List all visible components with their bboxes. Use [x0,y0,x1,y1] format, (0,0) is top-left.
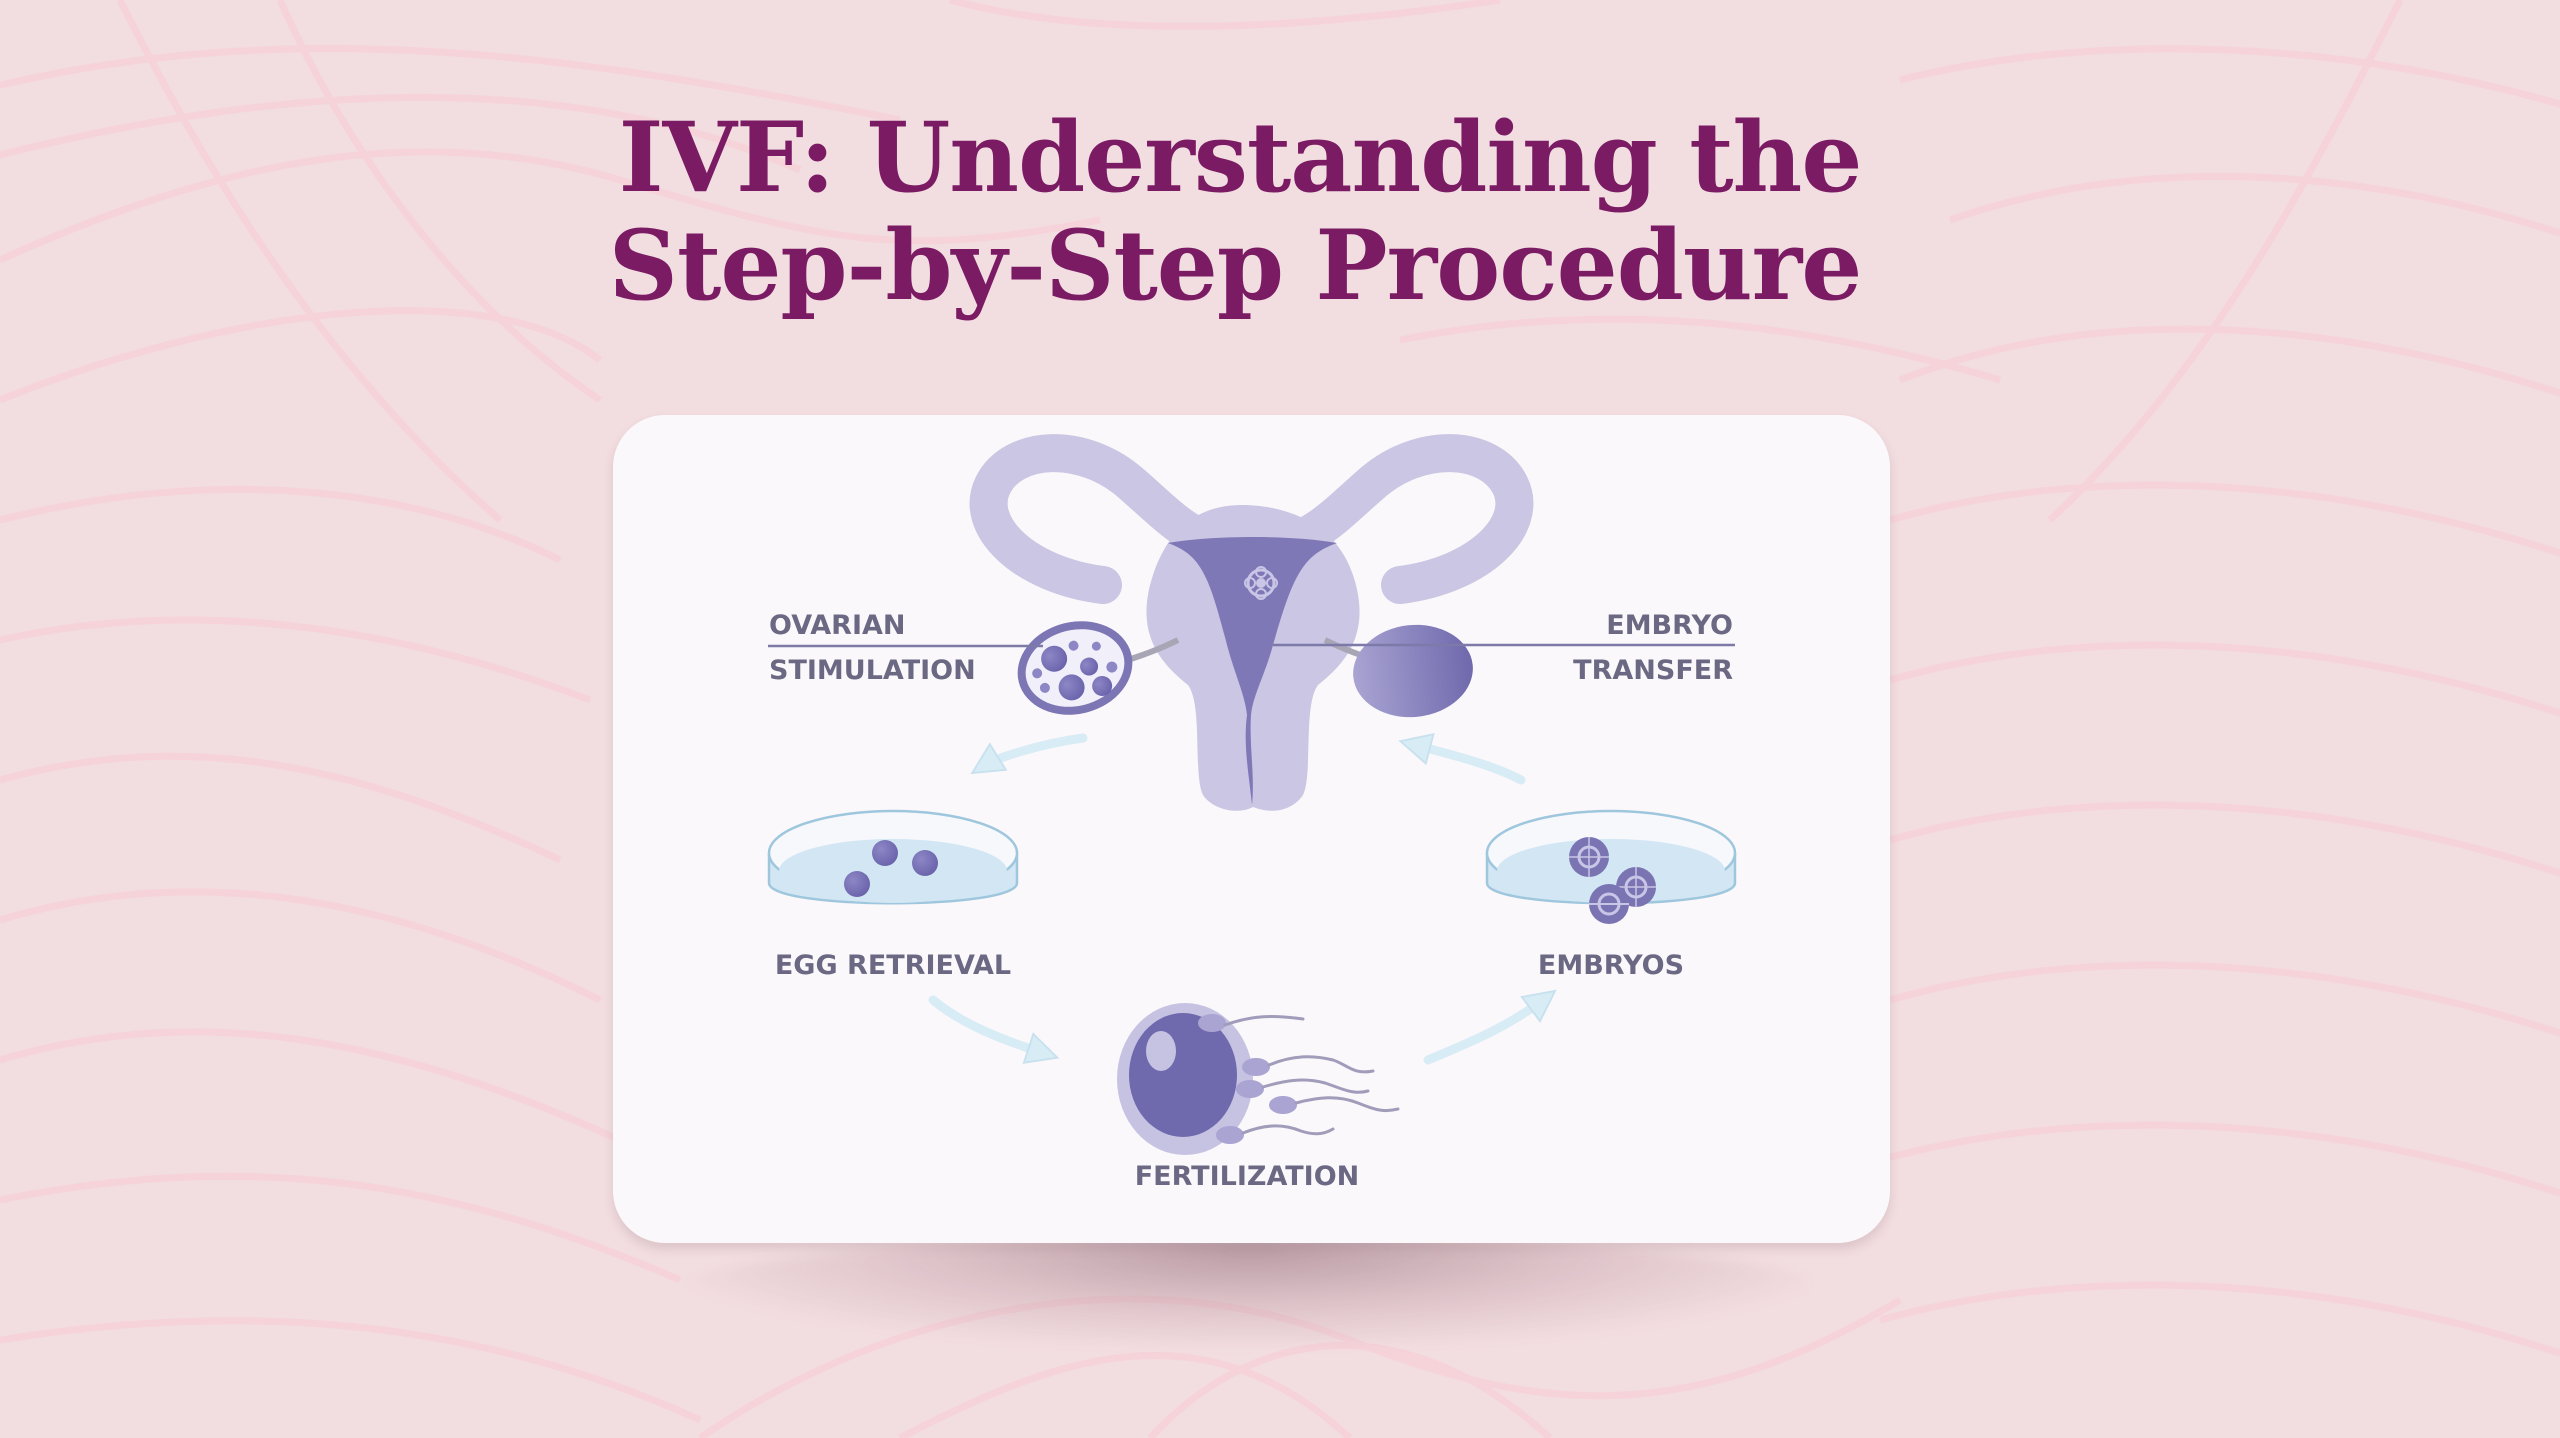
arrow-to-uterus [1398,732,1526,785]
card-shadow [680,1235,1820,1345]
title-line-2: Step-by-Step Procedure [608,209,1863,322]
label-stimulation: STIMULATION [769,655,976,686]
arrow-to-embryos [1423,989,1557,1065]
arrow-to-fertilization [928,995,1060,1064]
embryo-in-uterus-icon [1244,566,1278,600]
uterus-illustration [969,434,1534,811]
embryos-dish-icon [1485,809,1737,924]
label-ovarian: OVARIAN [769,610,906,641]
arrow-to-egg-retrieval [970,733,1088,775]
cycle-arrows [928,732,1557,1065]
fertilization-icon [1117,1003,1400,1155]
label-egg-retrieval: EGG RETRIEVAL [775,950,1011,981]
diagram-card: OVARIAN STIMULATION EMBRYO TRANSFER EGG … [613,415,1890,1243]
stimulated-ovary-icon [1017,621,1133,715]
title-line-1: IVF: Understanding the [618,101,1863,214]
label-embryos: EMBRYOS [1538,950,1684,981]
ovary-icon [1353,624,1473,718]
label-fertilization: FERTILIZATION [1135,1161,1360,1192]
label-embryo: EMBRYO [1606,610,1733,641]
label-transfer: TRANSFER [1573,655,1733,686]
egg-retrieval-dish-icon [767,809,1019,905]
ivf-cycle-diagram: OVARIAN STIMULATION EMBRYO TRANSFER EGG … [767,434,1737,1192]
page-title: IVF: Understanding the Step-by-Step Proc… [0,104,2480,320]
